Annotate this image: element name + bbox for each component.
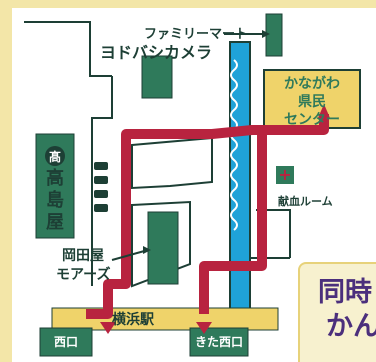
kanagawa-label-line3: センター <box>284 112 340 128</box>
route-arrow-west-exit <box>100 322 116 334</box>
street-west-top <box>24 21 112 77</box>
okadaya-label-line2: モアーズ <box>56 266 110 283</box>
block-north <box>131 136 213 190</box>
yodobashi-label: ヨドバシカメラ <box>100 43 212 62</box>
kanagawa-label-line2: 県民 <box>298 94 326 110</box>
takashimaya-label-2: 島 <box>46 189 64 211</box>
left-border <box>0 0 12 362</box>
blood-room-cross: + <box>278 165 291 184</box>
family-mart-pointer-arrow <box>262 30 270 38</box>
takashimaya-logo <box>45 146 65 166</box>
shop-markers <box>94 162 108 212</box>
west-exit-block <box>39 327 93 357</box>
route-arrow-north-west-exit <box>196 322 212 334</box>
okadaya-label-line1: 岡田屋 <box>62 248 104 264</box>
okadaya-building <box>147 211 179 285</box>
notice-box: 同時 かん <box>298 262 376 362</box>
okadaya-pointer-arrow <box>143 246 151 254</box>
blood-room-icon <box>276 166 294 184</box>
takashimaya-label-1: 高 <box>46 167 64 189</box>
family-mart-building <box>265 13 283 57</box>
notice-line-1: 同時 <box>318 277 372 308</box>
kanagawa-center-building <box>263 69 361 129</box>
family-mart-label: ファミリーマート <box>144 27 248 42</box>
takashimaya-logo-text: 髙 <box>49 149 61 164</box>
north-west-exit-label: きた西口 <box>195 335 243 349</box>
west-exit-label: 西口 <box>54 335 78 349</box>
river-waves <box>230 59 238 231</box>
route-from-west-exit <box>86 114 329 319</box>
kanagawa-label-line1: かながわ <box>284 75 340 92</box>
notice-line-2: かん <box>326 311 376 342</box>
station-label: 横浜駅 <box>112 311 155 328</box>
street-east-inner <box>256 209 291 258</box>
north-west-exit-block <box>189 327 249 357</box>
street-west-side <box>91 76 113 286</box>
yodobashi-building <box>141 55 173 99</box>
yokohama-station <box>51 307 279 331</box>
route-arrow-north <box>318 104 330 118</box>
takashimaya-label-3: 屋 <box>46 212 64 233</box>
blood-room-label: 献血ルーム <box>278 194 333 208</box>
route-from-north-west-exit <box>199 134 267 314</box>
block-middle <box>131 200 191 288</box>
okadaya-pointer <box>111 249 149 261</box>
top-border <box>0 0 376 8</box>
